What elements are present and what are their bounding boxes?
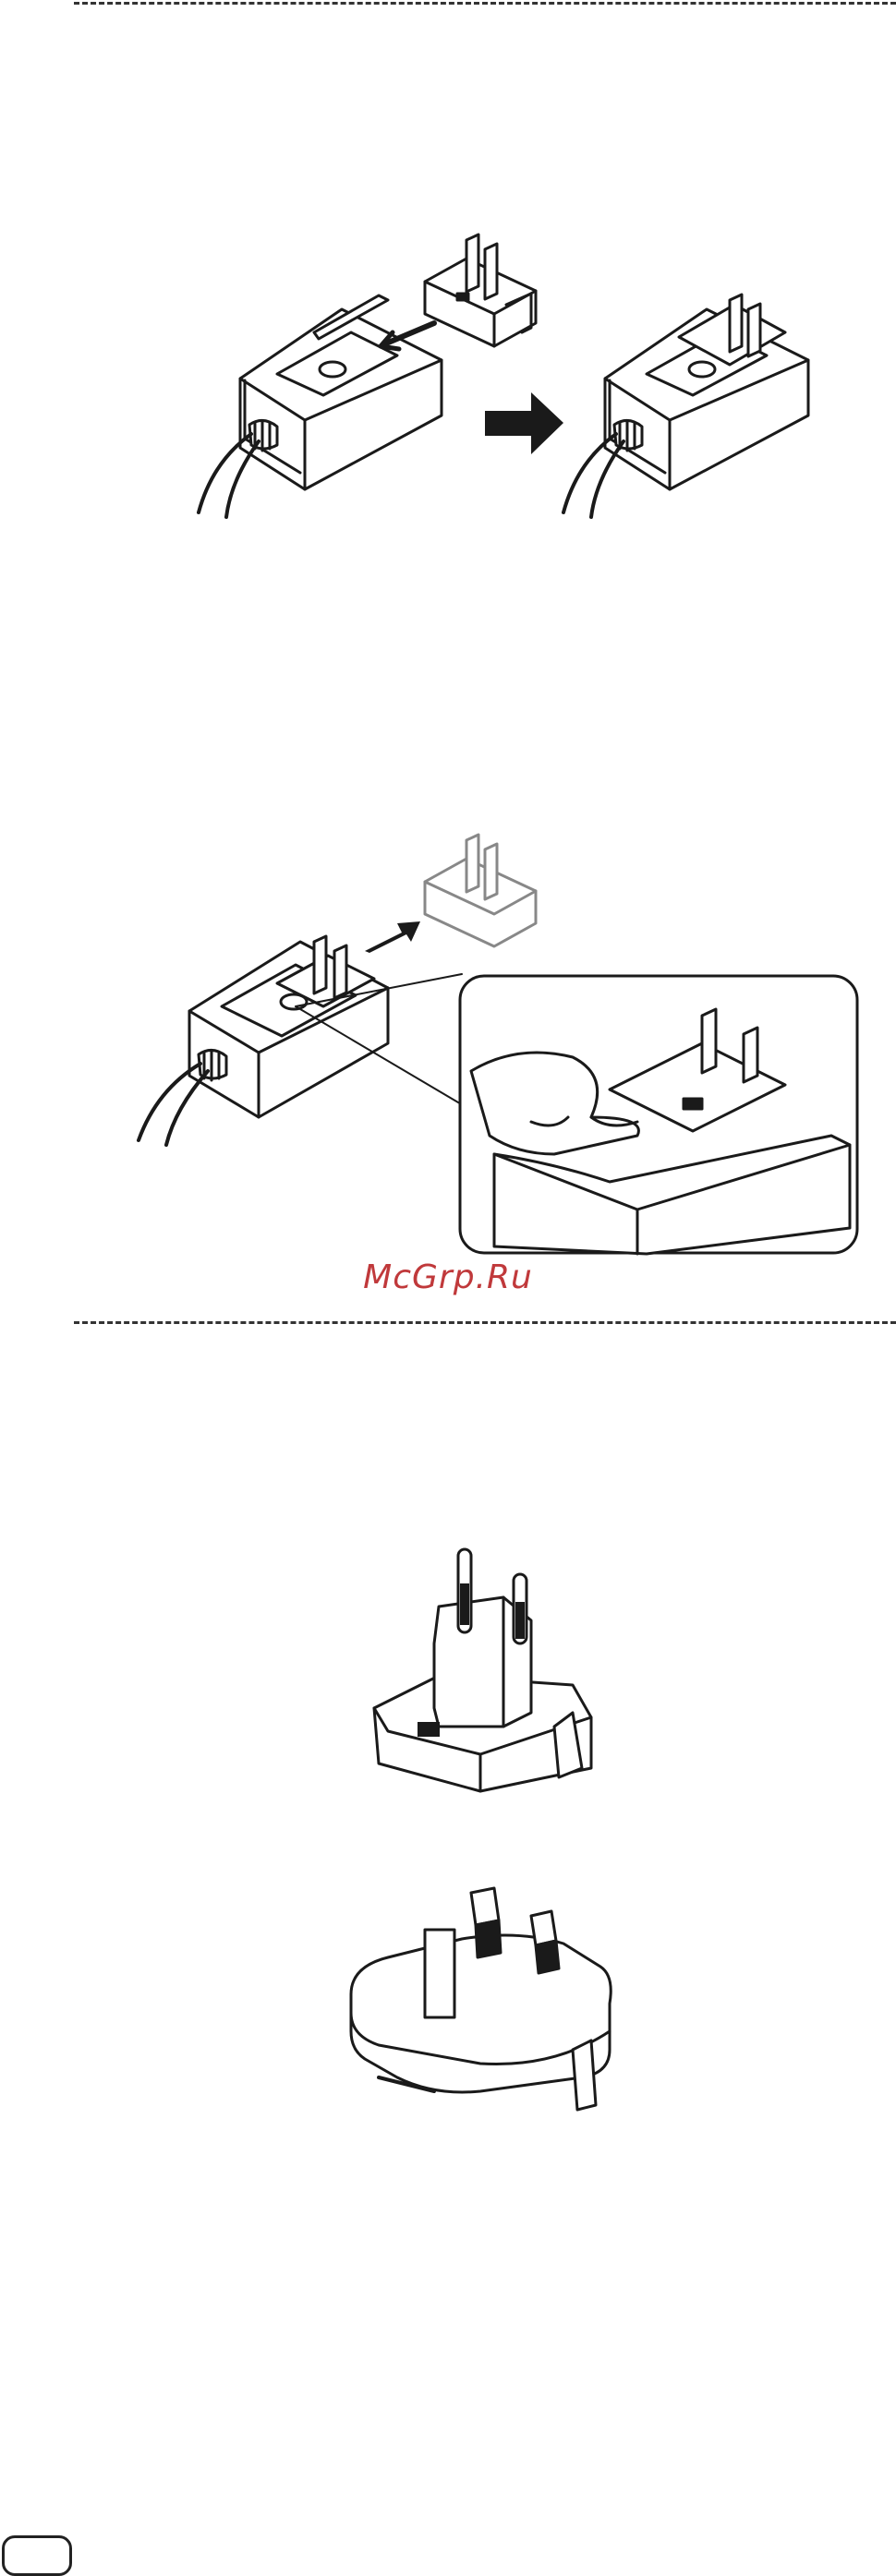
page-number-badge [2,2535,72,2576]
figure-uk-plug [0,1865,896,2142]
detached-plug-icon [425,835,536,946]
watermark-text: McGrp.Ru [0,1258,896,1296]
ac-adapter-remove-icon [139,936,388,1145]
uk-plug-icon [351,1888,611,2110]
eu-plug-icon [374,1549,591,1791]
figure-attach-plug [0,185,896,739]
figure-remove-plug [0,813,896,1274]
ac-adapter-right-icon [563,295,808,517]
ac-adapter-left-icon [199,295,442,517]
remove-arrow-icon [365,921,420,953]
us-plug-module-icon [425,235,536,346]
direction-arrow-icon [485,392,563,454]
section-divider-top [74,2,896,5]
section-divider-middle [74,1321,896,1324]
figure-eu-plug [0,1533,896,1810]
